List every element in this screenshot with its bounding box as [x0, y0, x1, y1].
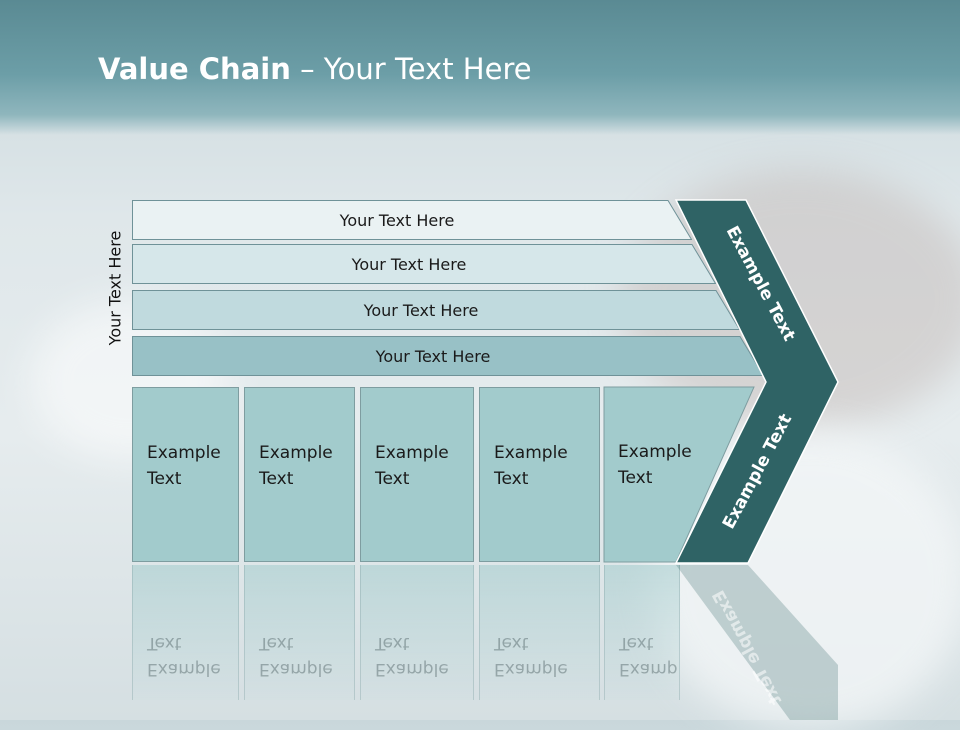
band-shape — [132, 244, 716, 284]
band-label: Your Text Here — [363, 300, 479, 320]
box-line-1: Example — [259, 443, 333, 463]
box-line-2: Text — [147, 469, 182, 489]
box-line-1: Example — [618, 442, 692, 462]
band-4: Your Text Here — [132, 336, 764, 376]
title-bold: Value Chain — [98, 52, 291, 86]
band-label: Your Text Here — [375, 346, 491, 366]
box-line-1: Example — [147, 443, 221, 463]
box-line-2: Text — [494, 469, 529, 489]
chevron-shape — [674, 199, 839, 564]
band-2: Your Text Here — [132, 244, 716, 284]
box-line-1: Example — [375, 443, 449, 463]
slide-title: Value Chain – Your Text Here — [98, 52, 532, 86]
band-shape — [132, 200, 692, 240]
title-rest: – Your Text Here — [290, 52, 532, 86]
box-line-1: Example — [494, 443, 568, 463]
box-line-2: Text — [375, 469, 410, 489]
chevron-reflection — [676, 565, 838, 720]
header-band — [0, 0, 960, 135]
band-label: Your Text Here — [339, 210, 455, 230]
box-line-2: Text — [618, 468, 653, 488]
box-line-2: Text — [259, 469, 294, 489]
band-label: Your Text Here — [351, 254, 467, 274]
band-1: Your Text Here — [132, 200, 692, 240]
